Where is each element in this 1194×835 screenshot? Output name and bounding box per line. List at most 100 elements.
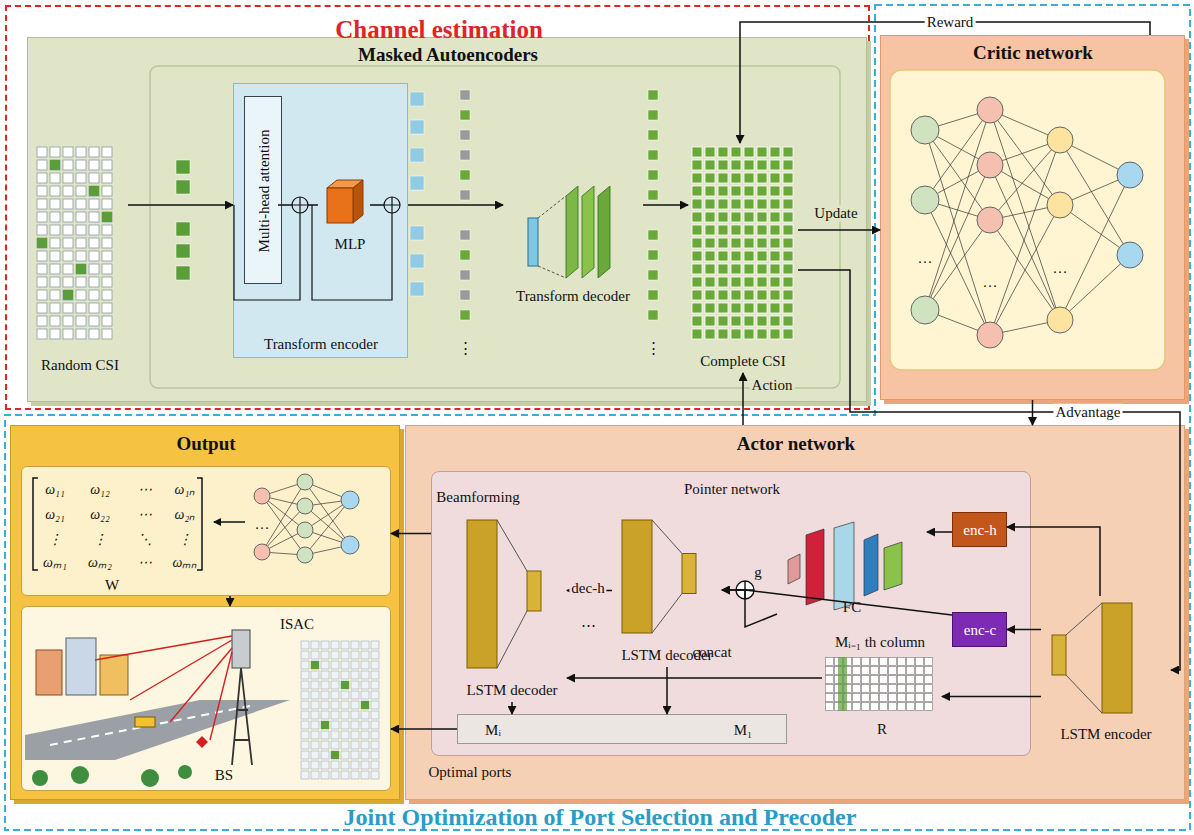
- neuron: [1117, 162, 1143, 188]
- token: [648, 90, 658, 100]
- node-text: BS: [215, 767, 233, 784]
- token: [648, 230, 658, 240]
- text-label: ⋯: [138, 507, 152, 522]
- text-label: ⋮: [178, 532, 192, 547]
- node-box: enc-c: [952, 612, 1007, 647]
- token: [460, 290, 470, 300]
- neuron: [911, 186, 939, 214]
- text-label: …: [1053, 260, 1068, 277]
- token: [460, 250, 470, 260]
- neuron: [977, 322, 1003, 348]
- connector: [722, 590, 952, 615]
- text-label: …: [918, 250, 933, 267]
- token: [176, 160, 190, 174]
- text-label: ω₂₂: [90, 507, 110, 522]
- node-text: enc-c: [964, 622, 996, 639]
- neuron: [1117, 242, 1143, 268]
- connector: [1007, 629, 1041, 631]
- edge-label: dec-h: [569, 580, 606, 597]
- neuron: [977, 97, 1003, 123]
- connector: [229, 596, 231, 606]
- text-label: ω₂ₙ: [175, 507, 196, 522]
- token: [648, 290, 658, 300]
- token: [410, 254, 424, 268]
- neuron: [297, 522, 313, 538]
- connector: [666, 667, 668, 714]
- token: [176, 180, 190, 194]
- token: [176, 222, 190, 236]
- token: [410, 176, 424, 190]
- lstm-link: [652, 520, 682, 633]
- connector: [567, 677, 822, 679]
- lstm-block: [467, 520, 497, 668]
- lstm-block: [527, 571, 541, 611]
- node-text: Transform decoder: [516, 288, 630, 305]
- connector: [927, 531, 952, 533]
- node-box: enc-h: [952, 512, 1007, 547]
- node-box: MᵢM₁: [457, 714, 787, 744]
- token: [410, 282, 424, 296]
- lstm-link: [497, 520, 527, 668]
- text-label: ω₁ₙ: [175, 482, 196, 497]
- connector: [798, 270, 1180, 670]
- text-label: ⋯: [138, 482, 152, 497]
- node-text: R: [877, 721, 887, 738]
- neuron: [1047, 127, 1073, 153]
- edge-label: Advantage: [1054, 404, 1123, 421]
- node-text: Pointer network: [684, 481, 780, 498]
- text-label: …: [983, 274, 998, 291]
- neuron: [297, 474, 313, 490]
- token: [460, 130, 470, 140]
- neuron: [1047, 307, 1073, 333]
- text-label: ωₘ₁: [43, 555, 67, 570]
- connector: [128, 204, 233, 206]
- fc-layer: [834, 522, 854, 610]
- node-text: Joint Optimization of Port Selection and…: [344, 804, 857, 831]
- connector: [722, 590, 777, 627]
- text-label: ω₁₂: [90, 482, 110, 497]
- fc-layer: [806, 529, 824, 605]
- mlp-cube: [327, 180, 363, 223]
- edge-label: Beamforming: [434, 489, 521, 506]
- node-text: W: [105, 577, 119, 594]
- neuron: [297, 547, 313, 563]
- connector: [798, 229, 880, 231]
- fc-layer: [864, 534, 878, 596]
- token: [176, 266, 190, 280]
- fc-layer: [884, 542, 902, 590]
- edge-label: Reward: [925, 14, 976, 31]
- token: [460, 270, 470, 280]
- text-label: Mᵢ₋₁ th column: [835, 634, 925, 651]
- lstm-block: [1052, 635, 1066, 675]
- text-label: g: [754, 564, 762, 581]
- node-text: Multi-head attention: [256, 130, 273, 253]
- node-text: Actor network: [737, 434, 855, 455]
- node-text: LSTM decoder: [466, 682, 557, 699]
- neuron: [911, 296, 939, 324]
- token: [410, 92, 424, 106]
- nn-link: [925, 165, 990, 310]
- node-text: Random CSI: [41, 357, 119, 374]
- nn-link: [305, 482, 350, 545]
- token: [410, 148, 424, 162]
- node-box: Multi-head attention: [244, 96, 282, 284]
- neuron: [254, 488, 270, 504]
- lstm-block: [682, 554, 696, 594]
- node-text: Channel estimation: [335, 16, 543, 44]
- node-text: LSTM encoder: [1060, 726, 1151, 743]
- isac-scene: [25, 630, 380, 787]
- token: [460, 150, 470, 160]
- connector: [408, 204, 503, 206]
- nn-link: [1060, 255, 1130, 320]
- node-box: Actor networkPointer networkenc-henc-cFC…: [405, 425, 1185, 800]
- node-text: Transform encoder: [264, 336, 378, 353]
- connector: [391, 728, 457, 730]
- node-text: Complete CSI: [700, 353, 785, 370]
- connector: [1007, 527, 1100, 596]
- text-label: …: [255, 516, 270, 533]
- neuron: [341, 491, 359, 509]
- node-text: M₁: [734, 722, 753, 739]
- text-label: ⋯: [581, 617, 596, 634]
- nn-link: [990, 165, 1060, 320]
